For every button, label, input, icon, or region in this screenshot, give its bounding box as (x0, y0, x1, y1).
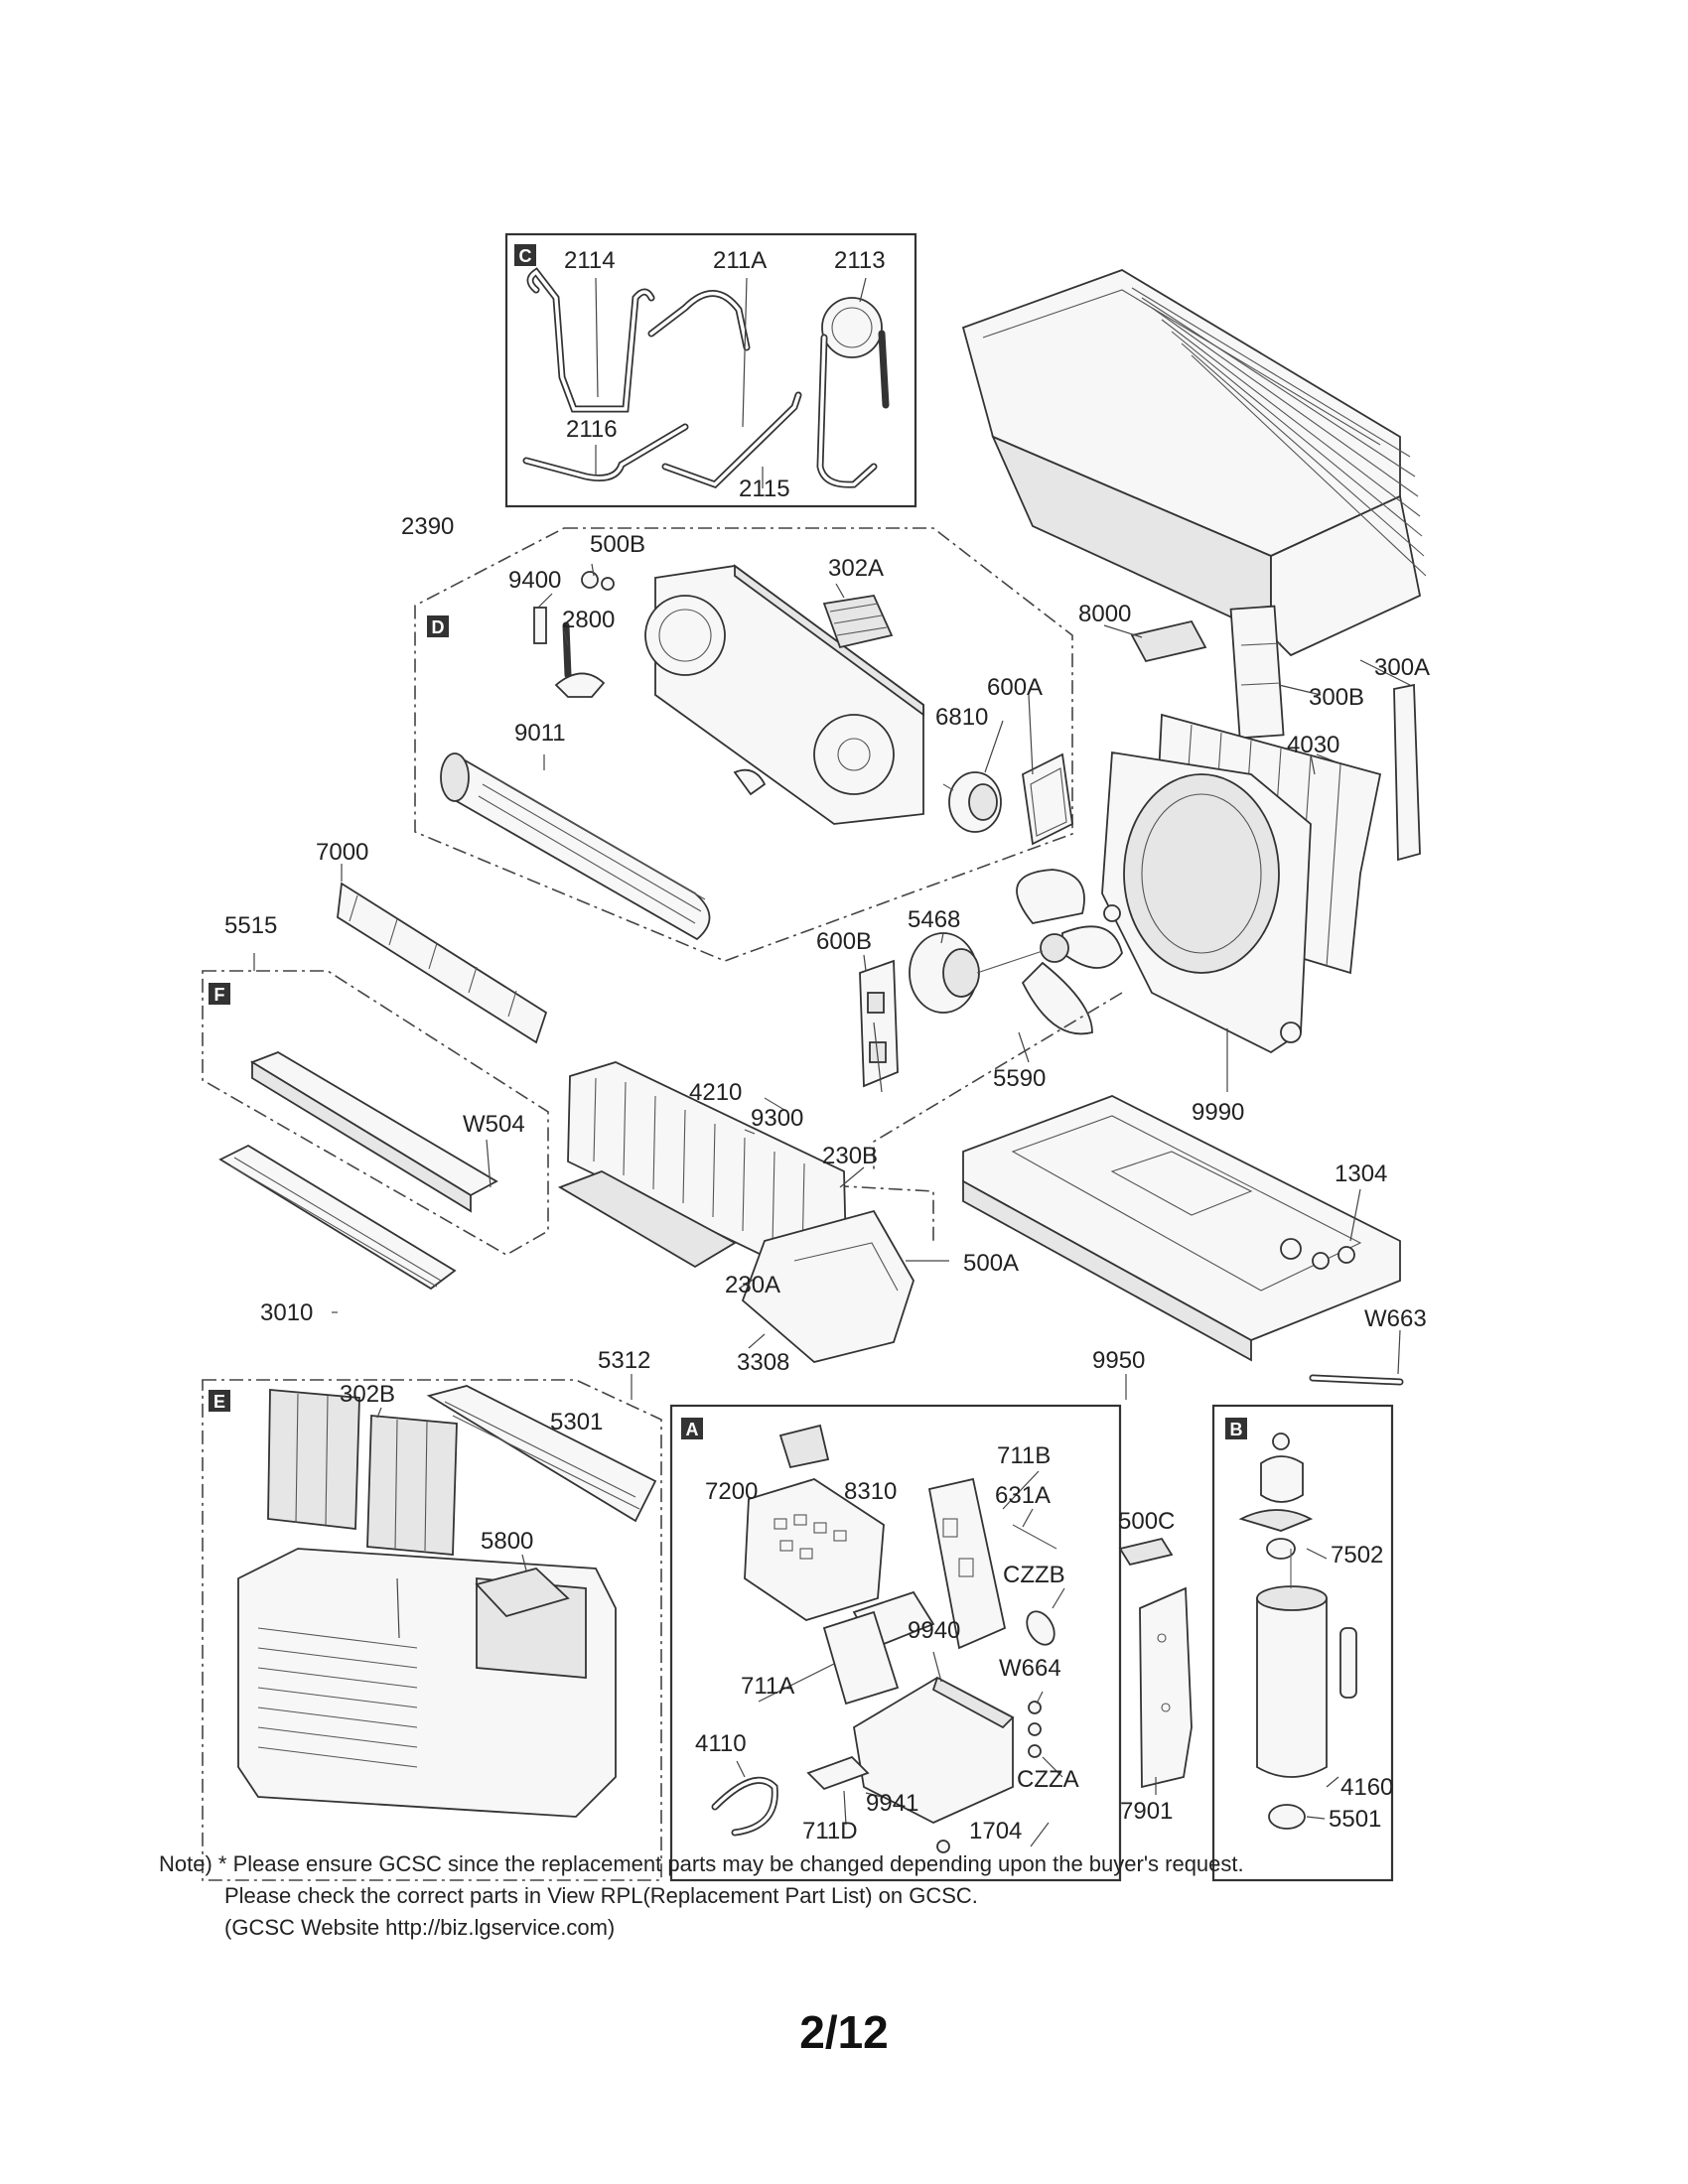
label-230A: 230A (725, 1272, 780, 1298)
label-211A: 211A (713, 247, 767, 274)
label-711D: 711D (802, 1818, 858, 1844)
label-1704: 1704 (969, 1818, 1022, 1844)
label-4110: 4110 (695, 1730, 747, 1757)
label-5590: 5590 (993, 1065, 1046, 1092)
replacement-note: Note) * Please ensure GCSC since the rep… (159, 1848, 1244, 1944)
page-number: 2/12 (799, 2006, 889, 2058)
label-2390: 2390 (401, 513, 454, 540)
label-9011: 9011 (514, 720, 566, 747)
label-230B: 230B (822, 1143, 878, 1169)
label-W664: W664 (999, 1655, 1061, 1682)
note-line-3: (GCSC Website http://biz.lgservice.com) (224, 1915, 616, 1940)
section-f: 5515 F W504 3010 (202, 912, 549, 1326)
label-2114: 2114 (564, 247, 616, 274)
label-W663: W663 (1364, 1305, 1427, 1332)
label-CZZB: CZZB (1003, 1562, 1065, 1588)
label-302A: 302A (828, 555, 884, 582)
section-tag-f-text: F (214, 985, 225, 1005)
label-1304: 1304 (1335, 1160, 1387, 1187)
label-4030: 4030 (1287, 732, 1339, 758)
label-9950: 9950 (1092, 1347, 1145, 1374)
label-711A: 711A (741, 1673, 794, 1700)
label-3308: 3308 (737, 1349, 789, 1376)
section-tag-c-text: C (519, 246, 532, 266)
section-tag-b-text: B (1230, 1420, 1243, 1439)
label-8310: 8310 (844, 1478, 897, 1505)
label-CZZA: CZZA (1017, 1766, 1079, 1793)
label-711B: 711B (997, 1442, 1051, 1469)
label-631A: 631A (995, 1482, 1051, 1509)
label-300B: 300B (1309, 684, 1364, 711)
bracket-7901: 7901 (1118, 1537, 1193, 1825)
section-tag-d (427, 615, 449, 637)
label-5501: 5501 (1329, 1806, 1381, 1833)
label-W504: W504 (463, 1111, 525, 1138)
note-line-2: Please check the correct parts in View R… (224, 1883, 978, 1908)
label-5312: 5312 (598, 1347, 650, 1374)
label-5468: 5468 (908, 906, 960, 933)
label-9300: 9300 (751, 1105, 803, 1132)
label-5800: 5800 (481, 1528, 533, 1555)
grille-7000: 7000 (316, 839, 548, 1044)
label-500A: 500A (963, 1250, 1019, 1277)
section-e: 5312 E (202, 1347, 662, 1881)
label-9940: 9940 (908, 1617, 960, 1644)
section-tag-e-text: E (213, 1392, 225, 1412)
label-5515: 5515 (224, 912, 277, 939)
label-500B: 500B (590, 531, 645, 558)
section-tag-f (209, 983, 230, 1005)
label-2116: 2116 (566, 416, 618, 443)
section-tag-e (209, 1390, 230, 1412)
condenser-assembly: 4030 5468 600B 5590 9990 (816, 713, 1382, 1126)
section-a: 9950 A (669, 1347, 1175, 1882)
label-600A: 600A (987, 674, 1043, 701)
section-tag-d-text: D (432, 617, 445, 637)
section-tag-a-text: A (686, 1420, 699, 1439)
label-5301: 5301 (550, 1409, 603, 1435)
label-2113: 2113 (834, 247, 886, 274)
section-c: C 2114 211A 2113 2116 2115 (504, 232, 917, 508)
section-tag-a (681, 1418, 703, 1439)
label-9990: 9990 (1192, 1099, 1244, 1126)
label-9941: 9941 (866, 1790, 918, 1817)
label-4210: 4210 (689, 1079, 742, 1106)
label-3010: 3010 (260, 1299, 313, 1326)
section-b: B 7502 4160 5501 (1211, 1404, 1393, 1882)
label-2800: 2800 (562, 607, 615, 633)
label-7901: 7901 (1120, 1798, 1173, 1825)
evaporator-assembly: 4210 9300 230B 230A 500A 3308 (557, 992, 1123, 1376)
label-600B: 600B (816, 928, 872, 955)
label-500C: 500C (1118, 1508, 1175, 1535)
label-7000: 7000 (316, 839, 368, 866)
label-300A: 300A (1374, 654, 1430, 681)
label-4160: 4160 (1340, 1774, 1393, 1801)
label-9400: 9400 (508, 567, 561, 594)
label-8000: 8000 (1078, 601, 1131, 627)
outer-cabinet: 8000 300A 300B (961, 269, 1430, 862)
section-d: D (401, 513, 1363, 962)
section-tag-c (514, 244, 536, 266)
section-tag-b (1225, 1418, 1247, 1439)
label-6810: 6810 (935, 704, 988, 731)
label-7502: 7502 (1331, 1542, 1383, 1569)
note-line-1: Note) * Please ensure GCSC since the rep… (159, 1851, 1244, 1876)
label-2115: 2115 (739, 476, 790, 502)
label-7200: 7200 (705, 1478, 758, 1505)
base-pan: 1304 W663 (962, 1095, 1427, 1386)
label-302B: 302B (340, 1381, 395, 1408)
